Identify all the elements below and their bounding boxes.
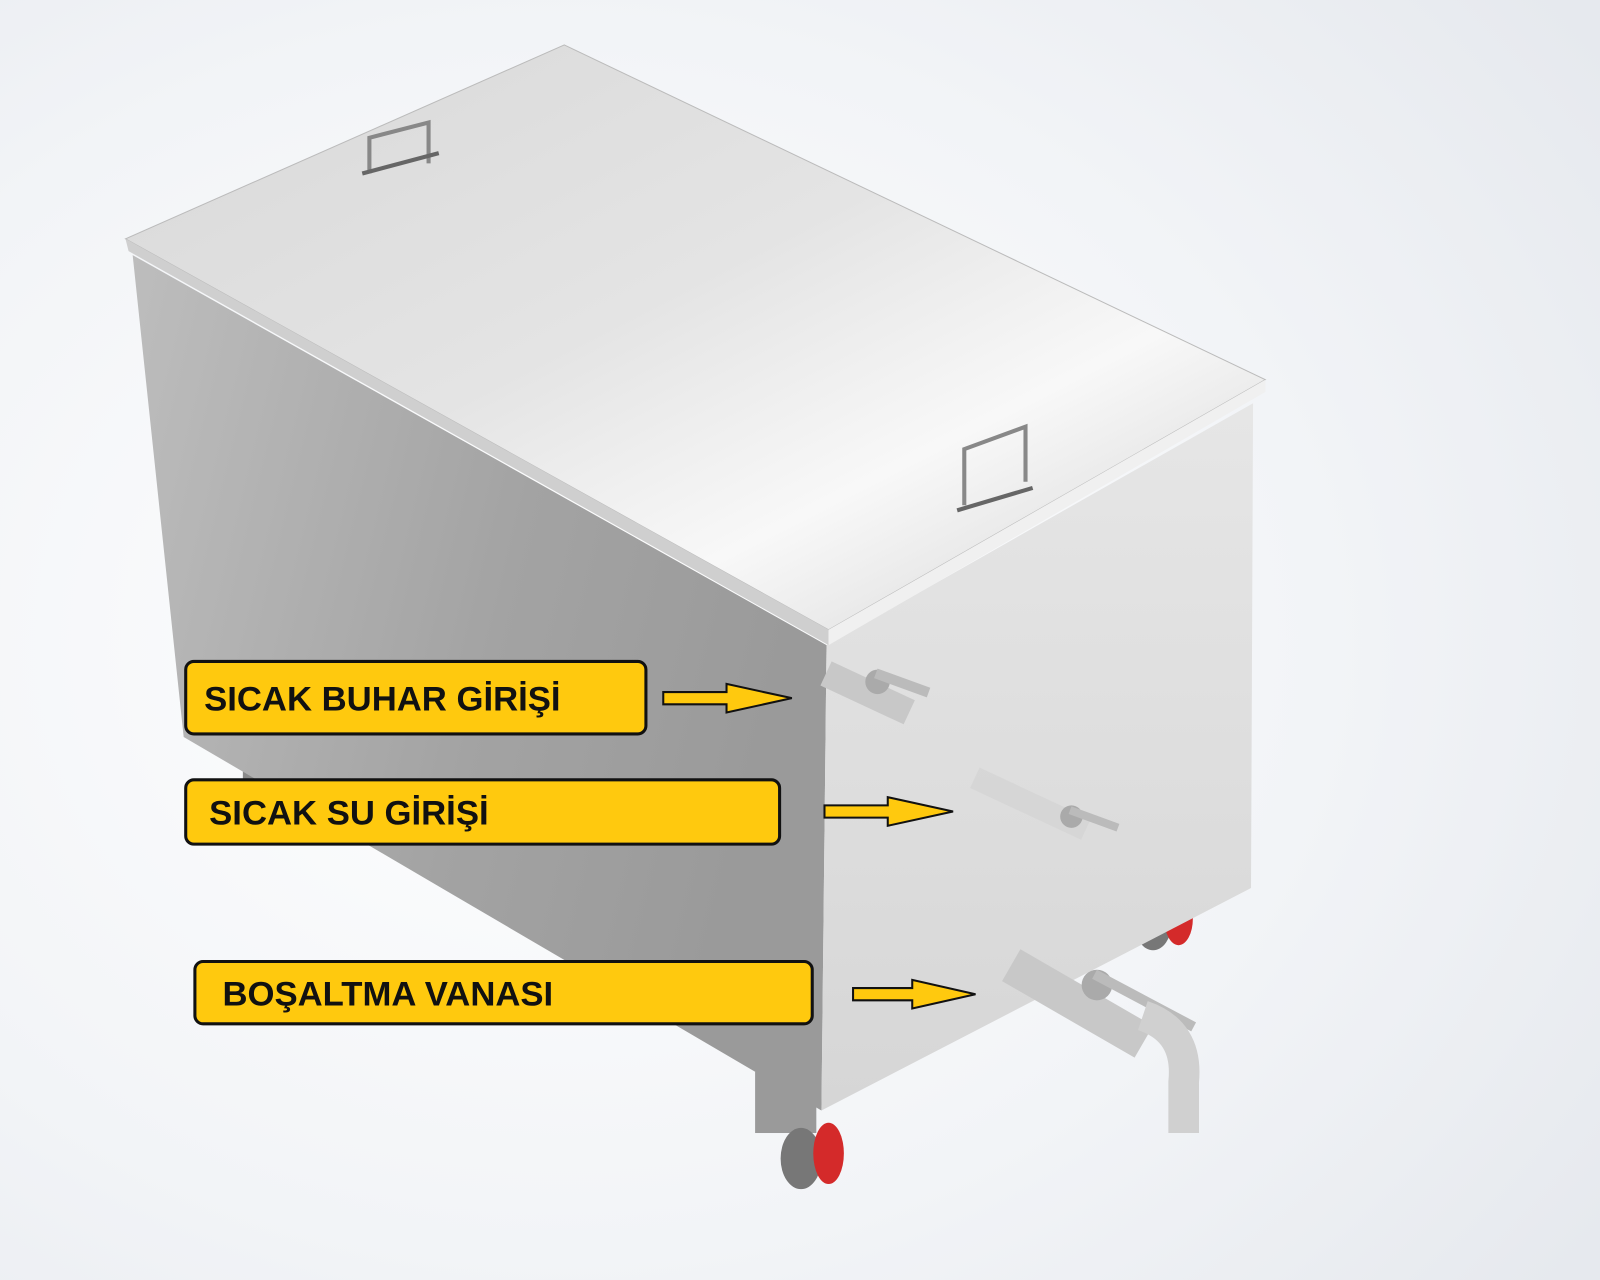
hot-water-inlet-valve <box>970 767 1120 840</box>
label-text: SICAK BUHAR GİRİŞİ <box>204 680 560 718</box>
lid-edge-right <box>828 379 1266 646</box>
arrow-right-icon <box>852 978 976 1010</box>
tank-right-face <box>821 403 1254 1111</box>
label-drain-valve: BOŞALTMA VANASI <box>193 959 814 1026</box>
label-steam-inlet: SICAK BUHAR GİRİŞİ <box>184 659 648 736</box>
arrow-right-icon <box>823 795 954 828</box>
label-hot-water-inlet: SICAK SU GİRİŞİ <box>184 778 782 846</box>
drain-valve <box>1002 949 1200 1134</box>
arrow-right-icon <box>662 682 793 714</box>
lid-handle-left <box>361 119 440 176</box>
lid-edge <box>125 238 829 646</box>
steam-inlet-valve <box>820 661 931 725</box>
label-text: SICAK SU GİRİŞİ <box>209 795 488 833</box>
label-text: BOŞALTMA VANASI <box>222 975 553 1013</box>
lid-handle-right <box>956 423 1034 513</box>
